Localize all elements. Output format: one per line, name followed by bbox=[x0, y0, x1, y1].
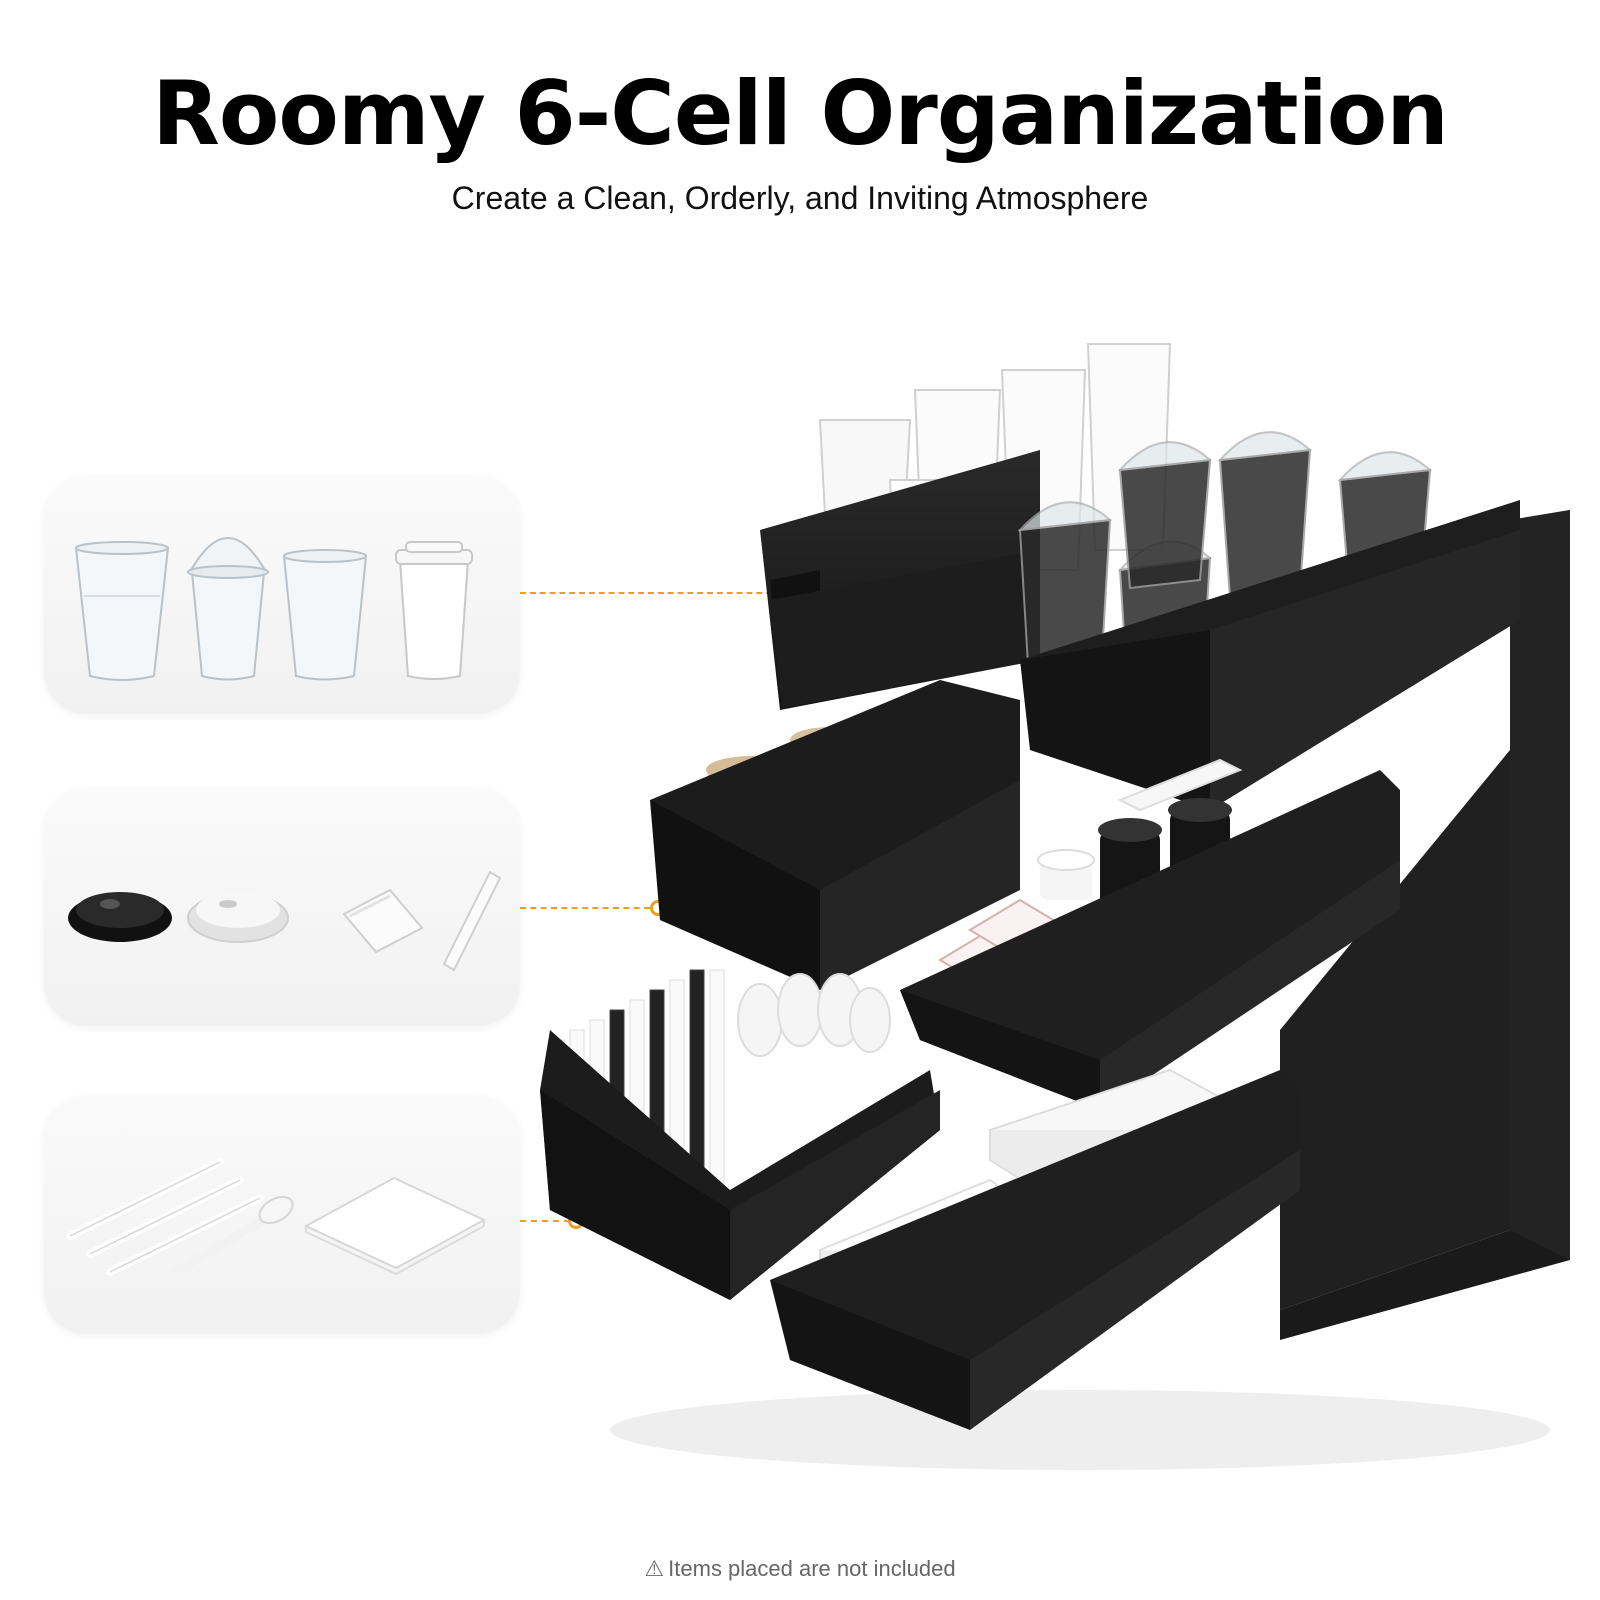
organizer-stand bbox=[1280, 510, 1570, 1340]
sugar-stick-icon bbox=[442, 870, 502, 972]
cups-leader-line bbox=[520, 592, 782, 594]
utensils-leader-line bbox=[520, 1220, 570, 1222]
bin-dome-cups bbox=[1017, 431, 1520, 810]
napkin-icon bbox=[303, 1176, 487, 1276]
black-lid-icon bbox=[68, 892, 172, 942]
bin-straws-spoons bbox=[540, 969, 940, 1300]
paper-coffee-cup-icon bbox=[395, 541, 473, 680]
condiment-packet-icon bbox=[342, 888, 424, 954]
bin-cup-sleeves bbox=[650, 680, 1020, 990]
utensils-panel bbox=[44, 1096, 520, 1334]
footer-note-text: Items placed are not included bbox=[668, 1556, 956, 1581]
straws-icon bbox=[66, 1158, 264, 1276]
bin-napkins bbox=[770, 1068, 1300, 1430]
clear-plastic-cup-icon bbox=[74, 541, 170, 681]
page-subtitle: Create a Clean, Orderly, and Inviting At… bbox=[451, 180, 1149, 216]
lids-panel bbox=[44, 788, 520, 1026]
lids-leader-line bbox=[520, 907, 650, 909]
bin-paper-cups bbox=[760, 343, 1172, 710]
warning-triangle-icon: ⚠ bbox=[644, 1556, 665, 1581]
page-title: Roomy 6-Cell Organization bbox=[152, 62, 1449, 165]
bin-lids-packets bbox=[900, 758, 1400, 1110]
plastic-spoons bbox=[737, 973, 891, 1057]
dome-lid-cup-icon bbox=[187, 537, 269, 681]
footer-disclaimer: ⚠Items placed are not included bbox=[0, 1556, 1600, 1582]
organizer-illustration bbox=[540, 343, 1570, 1470]
spoon-icon bbox=[171, 1195, 294, 1277]
clear-cup-icon bbox=[282, 549, 368, 681]
white-lid-icon bbox=[187, 892, 289, 943]
cups-panel bbox=[44, 476, 520, 714]
